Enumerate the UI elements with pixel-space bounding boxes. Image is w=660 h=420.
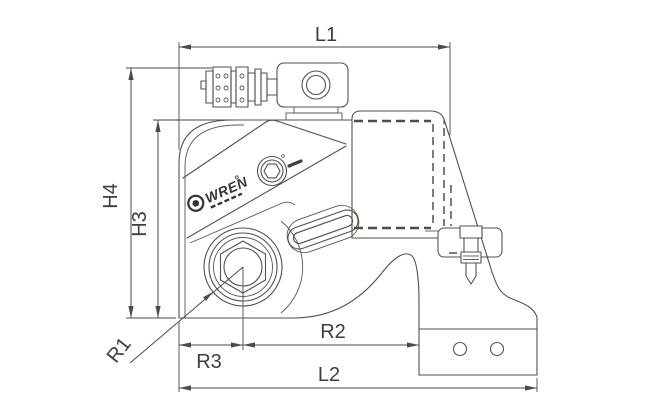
hidden-lines xyxy=(354,119,462,254)
face-plate xyxy=(182,119,347,244)
arm-hole-left xyxy=(452,341,468,357)
reaction-arm xyxy=(418,300,538,376)
label-h4: H4 xyxy=(100,183,122,209)
arm-hole-right xyxy=(489,341,505,357)
label-l2: L2 xyxy=(318,364,340,386)
reaction-pin xyxy=(425,225,503,285)
dimension-h3: H3 xyxy=(129,119,236,318)
dimension-l2: L2 xyxy=(179,364,538,392)
logo-badge-hex xyxy=(192,199,200,207)
swivel-block xyxy=(276,62,349,121)
logo-badge-icon xyxy=(187,194,205,212)
logo-subtext-line xyxy=(210,192,243,209)
wrench-body: WREN xyxy=(178,62,538,376)
label-l1: L1 xyxy=(315,24,337,46)
hydraulic-coupler xyxy=(200,66,278,108)
small-marking xyxy=(287,159,303,168)
handle-slot xyxy=(286,204,360,254)
dimension-h4: H4 xyxy=(100,67,212,319)
dimension-l1: L1 xyxy=(178,24,451,150)
label-r2: R2 xyxy=(320,321,346,343)
hex-screw xyxy=(256,155,288,187)
brand-logo: WREN xyxy=(187,173,250,212)
dimension-r1: R1 xyxy=(103,266,244,367)
trademark-mark xyxy=(234,175,239,180)
label-h3: H3 xyxy=(129,211,151,237)
label-r3: R3 xyxy=(196,351,222,373)
dimension-r2: R2 xyxy=(243,321,419,348)
small-mark-dot xyxy=(281,154,285,158)
dimension-r3: R3 xyxy=(178,267,244,392)
cylinder-housing xyxy=(351,110,538,376)
r1-arrowhead xyxy=(203,292,213,301)
